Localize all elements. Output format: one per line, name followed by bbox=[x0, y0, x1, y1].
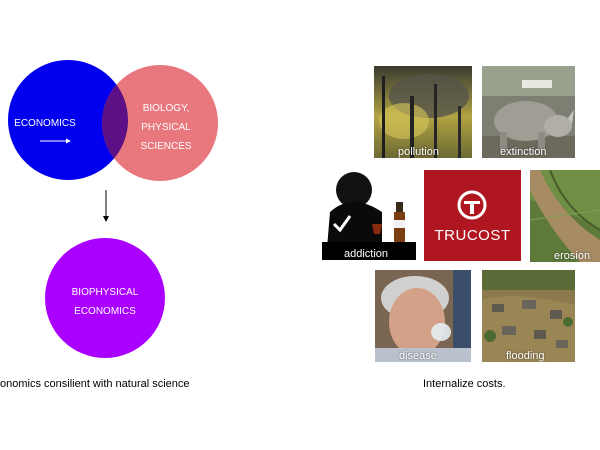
erosion-label: erosion bbox=[554, 250, 591, 262]
extinction-photo: extinction bbox=[482, 66, 575, 158]
venn-graphic bbox=[8, 60, 218, 358]
disease-label: disease bbox=[399, 350, 437, 362]
flooding-label: flooding bbox=[506, 350, 545, 362]
sciences-label-line1: BIOLOGY, bbox=[142, 103, 190, 114]
left-caption: onomics consilient with natural science bbox=[0, 378, 190, 390]
biophysical-label-line1: BIOPHYSICAL bbox=[71, 287, 139, 298]
economics-label: ECONOMICS bbox=[14, 118, 76, 129]
pollution-photo: pollution bbox=[374, 66, 472, 158]
sciences-label-line3: SCIENCES bbox=[140, 141, 192, 152]
sciences-label-line2: PHYSICAL bbox=[141, 122, 191, 133]
trucost-label: TRUCOST bbox=[434, 227, 511, 244]
sciences-circle bbox=[102, 65, 218, 181]
addiction-photo: addiction bbox=[322, 172, 416, 260]
biophysical-circle bbox=[45, 238, 165, 358]
pollution-label: pollution bbox=[398, 146, 439, 158]
erosion-photo: erosion bbox=[530, 170, 600, 262]
venn-diagram: ECONOMICS BIOLOGY, PHYSICAL SCIENCES BIO… bbox=[0, 0, 300, 380]
extinction-label: extinction bbox=[500, 146, 547, 158]
right-caption: Internalize costs. bbox=[423, 378, 506, 390]
trucost-logo: TRUCOST bbox=[424, 170, 521, 261]
disease-photo: disease bbox=[375, 270, 471, 362]
flooding-photo: flooding bbox=[482, 270, 575, 362]
economics-circle bbox=[8, 60, 128, 180]
biophysical-label-line2: ECONOMICS bbox=[74, 306, 136, 317]
addiction-label: addiction bbox=[344, 248, 389, 260]
